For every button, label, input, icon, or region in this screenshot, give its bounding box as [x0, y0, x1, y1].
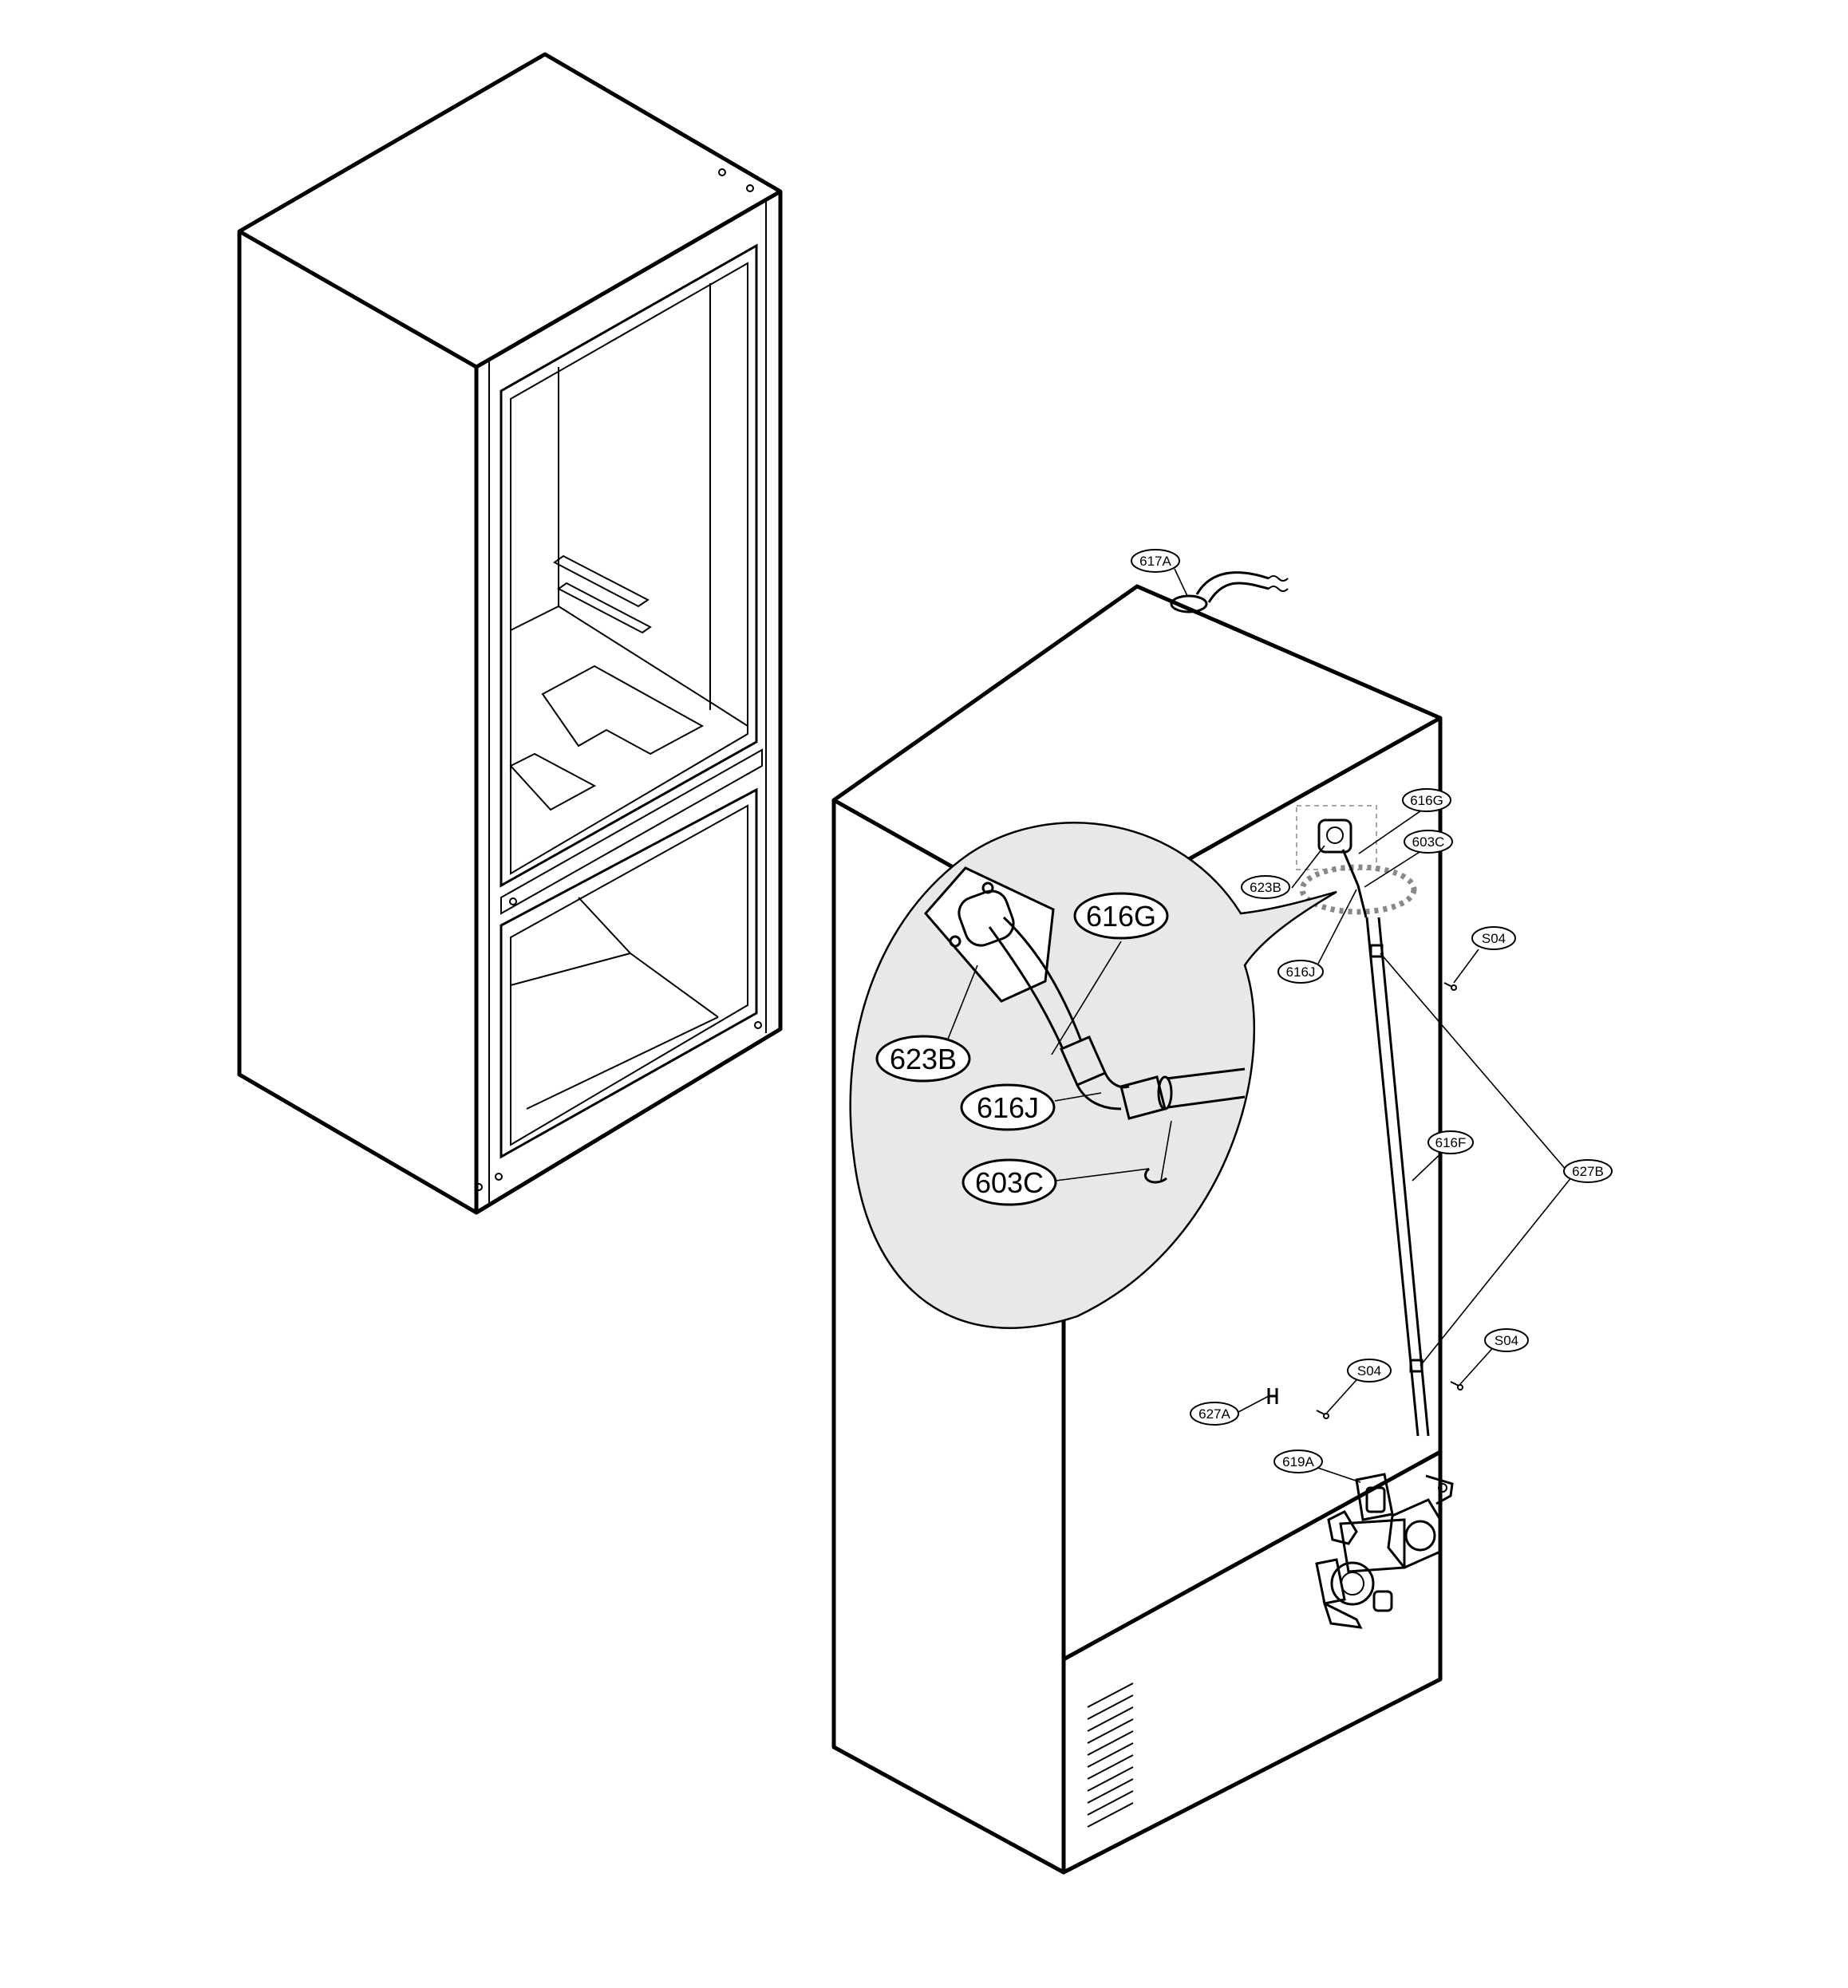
svg-text:627A: 627A: [1198, 1406, 1230, 1422]
svg-text:616J: 616J: [977, 1091, 1039, 1124]
callout-616J-big: 616J: [960, 1083, 1056, 1131]
svg-text:S04: S04: [1357, 1363, 1381, 1379]
svg-text:616G: 616G: [1086, 900, 1156, 933]
svg-text:S04: S04: [1482, 931, 1506, 946]
callout-616G-small: 616G: [1402, 788, 1451, 812]
callout-616J-small: 616J: [1277, 960, 1324, 984]
callout-S04-b: S04: [1484, 1328, 1529, 1352]
svg-text:619A: 619A: [1282, 1454, 1314, 1469]
callout-627A: 627A: [1190, 1402, 1239, 1426]
svg-text:627B: 627B: [1572, 1164, 1604, 1179]
callout-623B-small: 623B: [1241, 875, 1290, 899]
svg-text:603C: 603C: [1412, 834, 1445, 850]
svg-text:S04: S04: [1495, 1333, 1518, 1348]
callout-617A: 617A: [1131, 549, 1180, 573]
svg-text:616G: 616G: [1410, 793, 1443, 808]
callout-619A: 619A: [1273, 1450, 1323, 1473]
callout-627B: 627B: [1563, 1159, 1613, 1183]
front-cabinet: [237, 52, 783, 1215]
svg-text:616J: 616J: [1286, 964, 1316, 980]
callout-623B-big: 623B: [875, 1035, 971, 1083]
svg-text:623B: 623B: [890, 1043, 957, 1075]
callout-S04-a: S04: [1471, 926, 1516, 950]
svg-text:623B: 623B: [1250, 880, 1281, 895]
leader-lines: [945, 568, 1573, 1483]
svg-text:617A: 617A: [1139, 554, 1171, 569]
water-valve: [1315, 1473, 1454, 1629]
callout-S04-c: S04: [1347, 1359, 1392, 1383]
callout-616G-big: 616G: [1073, 892, 1169, 940]
callout-616F: 616F: [1427, 1130, 1474, 1154]
callout-603C-big: 603C: [962, 1158, 1057, 1206]
rear-cabinet: [831, 571, 1463, 1875]
svg-text:603C: 603C: [975, 1166, 1044, 1199]
svg-text:616F: 616F: [1435, 1135, 1467, 1150]
vent-grille: [1087, 1682, 1134, 1828]
callout-603C-small: 603C: [1404, 830, 1453, 854]
